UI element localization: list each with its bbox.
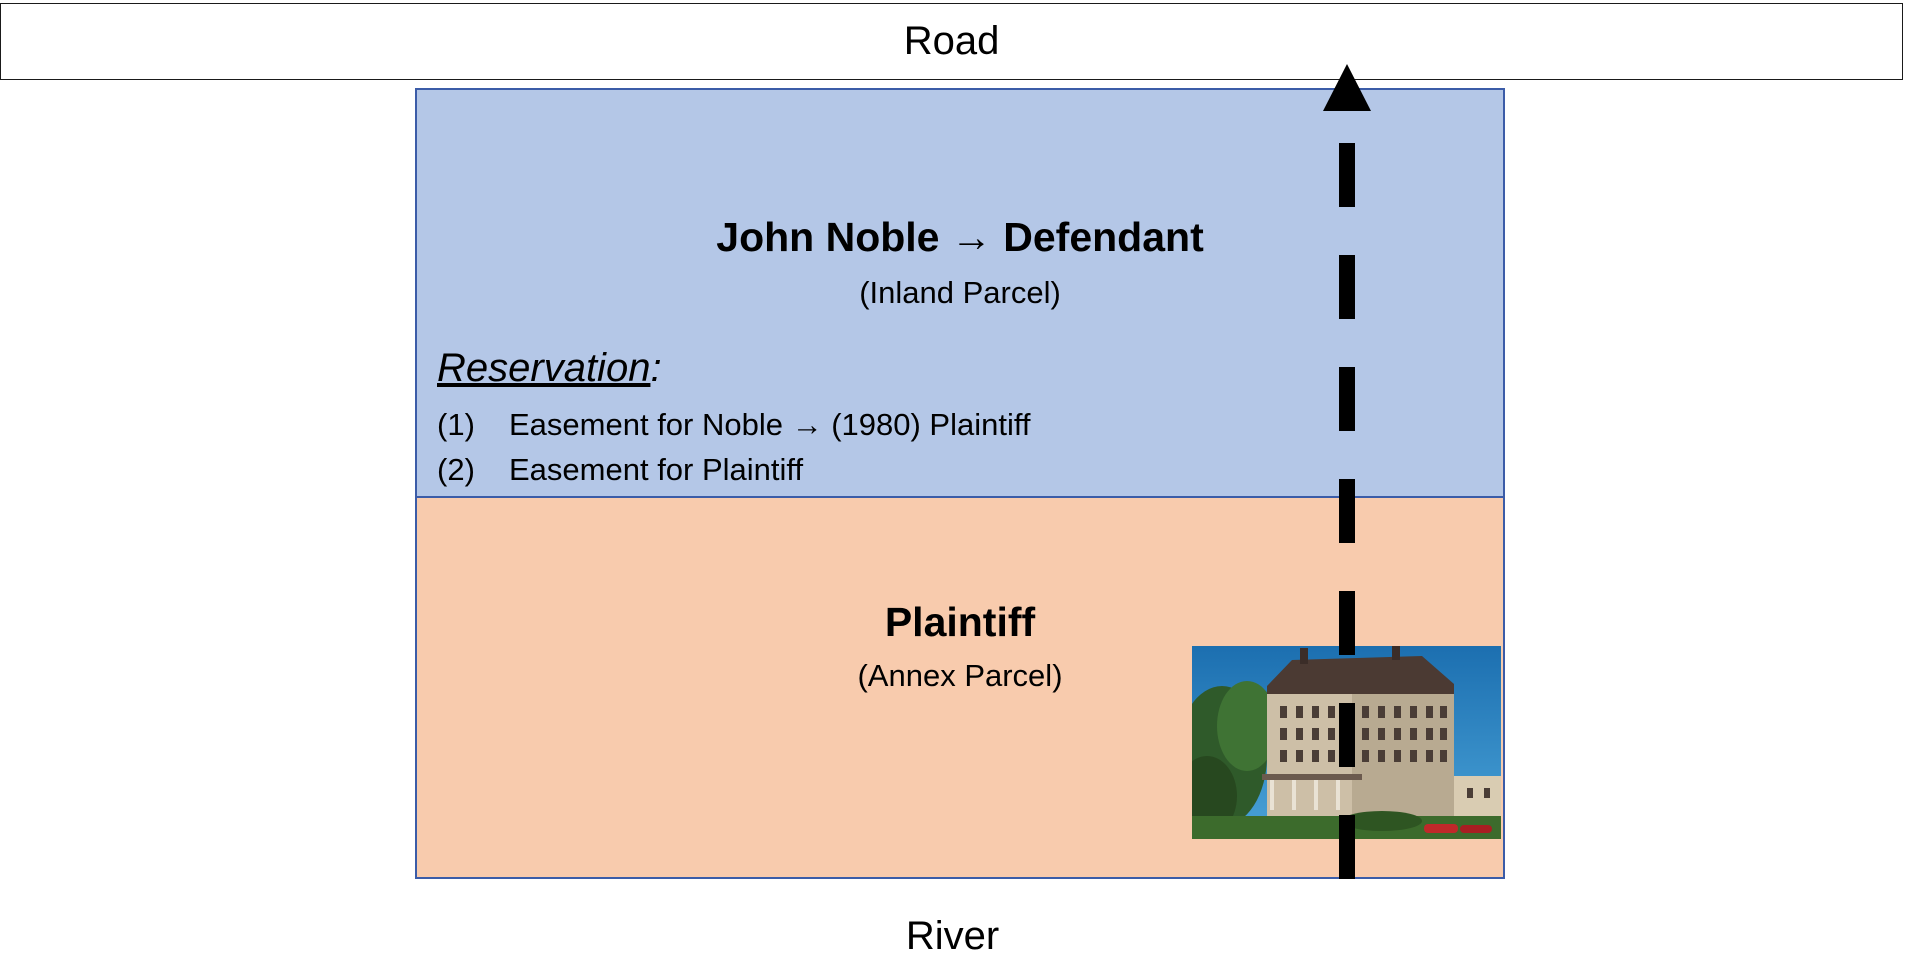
reservation-heading-word: Reservation (437, 346, 651, 390)
annex-parcel-title: Plaintiff (884, 599, 1036, 645)
inland-parcel-title: John Noble → Defendant (716, 214, 1204, 260)
river-label: River (905, 914, 1000, 958)
inland-parcel: John Noble → Defendant (Inland Parcel) R… (415, 88, 1505, 498)
reservation-item-number: (2) (437, 451, 475, 487)
reservation-item-text: Easement for Noble → (1980) Plaintiff (509, 406, 1031, 442)
reservation-heading: Reservation: (437, 346, 662, 391)
road-strip: Road (0, 3, 1903, 80)
annex-parcel-subtitle: (Annex Parcel) (857, 658, 1063, 693)
reservation-item-text: Easement for Plaintiff (509, 451, 804, 487)
reservation-list: (1) Easement for Noble → (1980) Plaintif… (437, 402, 1031, 492)
reservation-item: (1) Easement for Noble → (1980) Plaintif… (437, 402, 1031, 447)
inland-parcel-subtitle: (Inland Parcel) (859, 275, 1061, 310)
reservation-item-number: (1) (437, 406, 475, 442)
reservation-heading-colon: : (650, 346, 662, 390)
road-label: Road (903, 19, 1000, 63)
hotel-photo (1192, 646, 1501, 839)
reservation-item: (2) Easement for Plaintiff (437, 447, 1031, 492)
